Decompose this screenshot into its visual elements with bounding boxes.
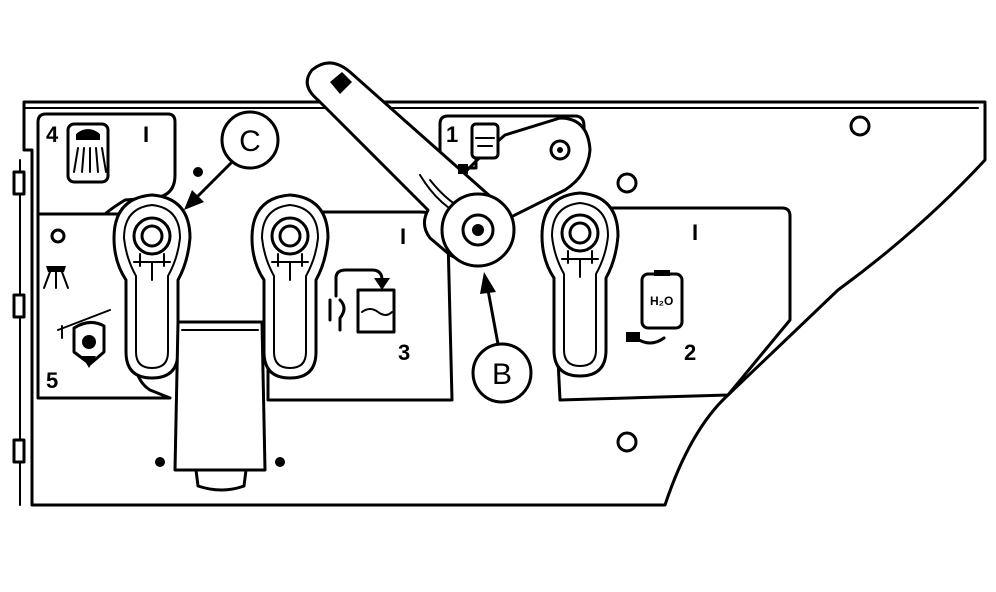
arm-grip-icon xyxy=(330,72,352,94)
callout-b-letter: B xyxy=(492,358,512,391)
valve-label-2: 2 xyxy=(684,340,696,365)
valve-labels: 4 5 3 1 2 I I I xyxy=(46,122,698,393)
h2o-label: H₂O xyxy=(650,294,673,308)
decal-valve-4 xyxy=(36,112,177,216)
valve-label-3: 3 xyxy=(398,340,410,365)
valve-slots xyxy=(112,191,620,380)
mounting-hole xyxy=(616,431,638,453)
rivet xyxy=(193,167,203,177)
shower-icon xyxy=(66,122,110,184)
water-tank-icon: H₂O xyxy=(626,270,684,345)
panel-plate xyxy=(12,100,987,507)
side-bolt xyxy=(12,438,26,464)
valve-label-5: 5 xyxy=(46,368,58,393)
on-mark-3: I xyxy=(400,224,406,249)
recirculation-icon xyxy=(328,268,396,334)
mounting-hole xyxy=(616,172,638,194)
spray-nozzle-icon xyxy=(43,266,111,368)
on-mark-2: I xyxy=(692,220,698,245)
valve-label-1: 1 xyxy=(446,122,458,147)
side-bolt xyxy=(12,293,26,319)
mounting-hole xyxy=(849,115,871,137)
valve-slot-c xyxy=(112,193,192,380)
rivet xyxy=(155,457,165,467)
rivet xyxy=(275,457,285,467)
cover-bracket xyxy=(173,320,267,492)
valve-slot-3 xyxy=(250,193,330,380)
linkage-arm[interactable] xyxy=(305,61,592,268)
valve-slot-2 xyxy=(540,191,620,378)
callout-c: C xyxy=(184,110,280,210)
tank-icon xyxy=(458,122,500,174)
on-mark-4: I xyxy=(143,122,149,147)
callout-b: B xyxy=(471,272,533,404)
mounting-hole xyxy=(50,228,66,244)
valve-label-4: 4 xyxy=(46,122,59,147)
side-bolt xyxy=(12,170,26,196)
callout-c-letter: C xyxy=(239,125,261,158)
